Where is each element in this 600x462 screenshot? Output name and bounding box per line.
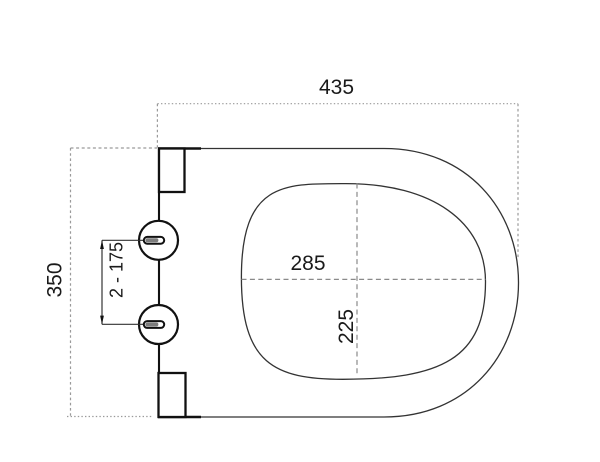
mounting-slot-bottom-inner [145,322,159,327]
overall-depth-label: 350 [44,262,67,297]
seat-inner-opening-outline [240,182,487,380]
hole-spacing-arrow-down [100,315,104,325]
hinge-tab-bottom [157,371,187,419]
inner-width-label: 285 [290,252,325,275]
overall-width-label: 435 [319,76,354,99]
mounting-slot-top-inner [145,238,159,243]
inner-depth-label: 225 [335,309,358,344]
seat-outer-outline [158,147,520,418]
hole-spacing-arrow-up [100,240,104,249]
hole-spacing-label: 2 - 175 [107,242,127,298]
hinge-tab-top [157,147,186,194]
